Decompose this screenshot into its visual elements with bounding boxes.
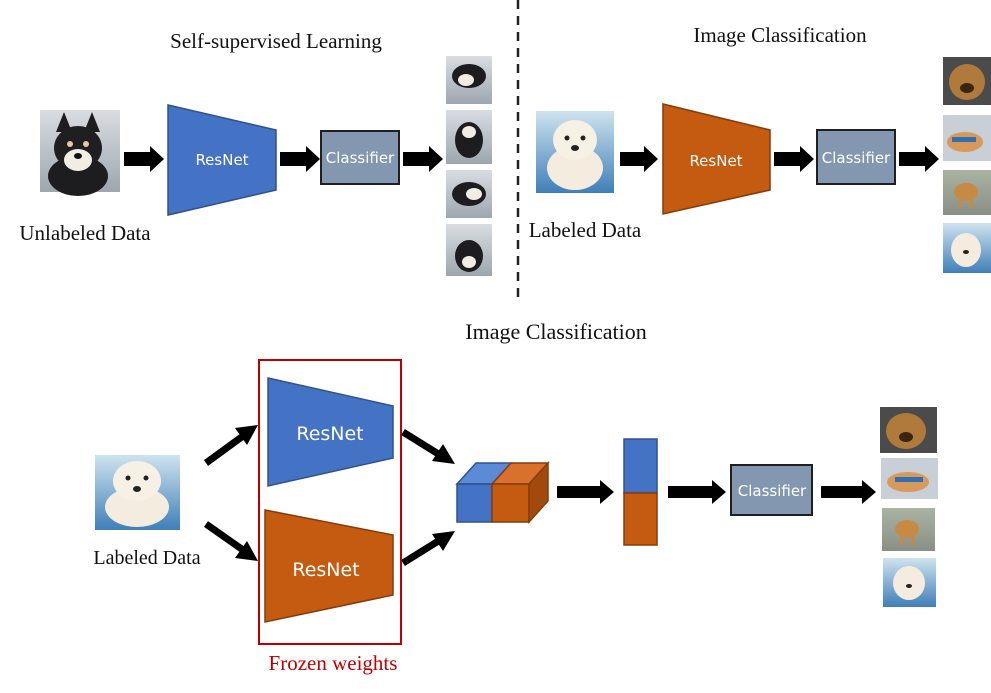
output-dog-thumbnail-top-3 <box>943 170 991 215</box>
labeled-data-label-top: Labeled Data <box>529 218 642 242</box>
resnet-label-frozen-bottom: ResNet <box>292 559 359 581</box>
resnet-encoder-2 <box>662 103 771 215</box>
resnet-label-2: ResNet <box>689 152 742 170</box>
rotated-dog-thumbnail-1 <box>446 56 492 104</box>
resnet-encoder-frozen-bottom <box>264 509 394 623</box>
output-dog-thumbnail-bottom-3 <box>882 508 935 551</box>
classifier-box-3 <box>730 464 813 516</box>
arrow-vector-to-classifier <box>668 480 726 504</box>
resnet-label-frozen-top: ResNet <box>296 423 363 445</box>
arrow-data-to-resnet-2 <box>620 146 658 172</box>
resnet-encoder-frozen-top <box>267 377 394 487</box>
arrow-features-to-vector <box>557 480 614 504</box>
frozen-weights-label: Frozen weights <box>269 651 398 675</box>
output-dog-thumbnail-top-4 <box>943 223 991 273</box>
arrow-classifier-to-outputs-top <box>899 146 939 172</box>
output-dog-thumbnail-top-2 <box>943 115 991 161</box>
output-dog-thumbnail-bottom-2 <box>881 458 938 499</box>
arrow-classifier-to-rotations <box>403 146 443 172</box>
flattened-feature-vector <box>623 438 658 546</box>
arrow-resnet-to-classifier-2 <box>774 146 814 172</box>
classifier-box-2 <box>816 129 896 185</box>
output-dog-thumbnail-top-1 <box>943 57 991 105</box>
concatenated-features-cube <box>455 461 550 524</box>
arrow-data-to-resnet-1 <box>124 146 164 172</box>
resnet-encoder-1 <box>167 104 277 216</box>
arrow-input-to-resnet-top <box>203 425 258 466</box>
output-dog-thumbnail-bottom-1 <box>880 407 937 453</box>
rotated-dog-thumbnail-2 <box>446 110 492 164</box>
self-supervised-title: Self-supervised Learning <box>170 29 382 53</box>
unlabeled-dog-image <box>40 110 120 196</box>
frozen-weights-box <box>258 359 402 645</box>
resnet-label-1: ResNet <box>195 151 248 169</box>
arrow-resnet-top-to-features <box>401 429 455 464</box>
arrow-resnet-to-classifier-1 <box>280 146 320 172</box>
labeled-dog-image-top <box>536 111 614 193</box>
arrow-classifier-to-outputs-bottom <box>821 480 876 504</box>
labeled-data-label-bottom: Labeled Data <box>93 547 200 569</box>
labeled-dog-image-bottom <box>95 455 180 530</box>
image-classification-title-top: Image Classification <box>693 23 867 47</box>
image-classification-title-bottom: Image Classification <box>465 319 646 344</box>
arrow-input-to-resnet-bottom <box>203 521 258 561</box>
classifier-box-1 <box>320 130 400 185</box>
unlabeled-data-label: Unlabeled Data <box>19 221 151 245</box>
arrow-resnet-bottom-to-features <box>401 531 455 566</box>
classifier-label-2: Classifier <box>822 149 891 167</box>
classifier-label-3: Classifier <box>738 482 807 500</box>
classifier-label-1: Classifier <box>326 149 395 167</box>
output-dog-thumbnail-bottom-4 <box>883 558 936 607</box>
rotated-dog-thumbnail-3 <box>446 170 492 218</box>
rotated-dog-thumbnail-4 <box>446 224 492 276</box>
